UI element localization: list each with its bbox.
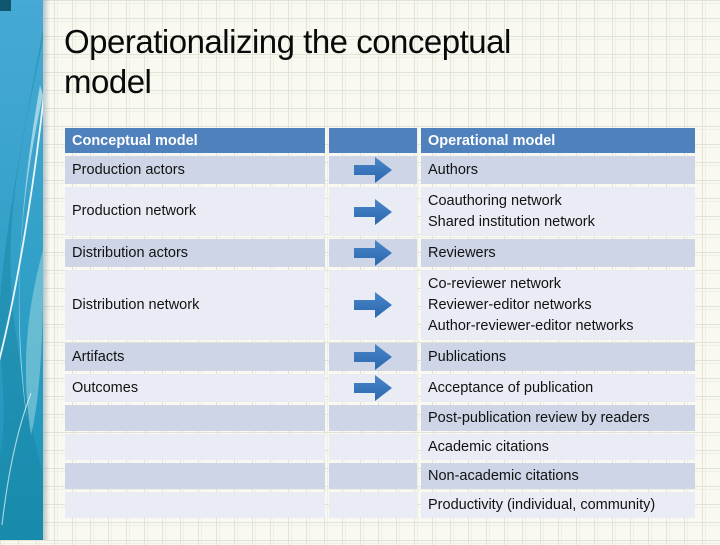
- table-row: Non-academic citations: [65, 463, 695, 489]
- arrow-cell: [329, 405, 417, 431]
- sidebar-decoration: [0, 0, 52, 540]
- conceptual-cell: Artifacts: [65, 343, 325, 371]
- arrow-cell: [329, 434, 417, 460]
- table-row: Production actors Authors: [65, 156, 695, 184]
- operational-cell: Non-academic citations: [421, 463, 695, 489]
- arrow-cell: [329, 156, 417, 184]
- arrow-cell: [329, 492, 417, 518]
- arrow-cell: [329, 374, 417, 402]
- page-title: Operationalizing the conceptual model: [64, 23, 511, 100]
- operational-cell: Publications: [421, 343, 695, 371]
- operational-model-header: Operational model: [421, 128, 695, 153]
- conceptual-cell: Distribution actors: [65, 239, 325, 267]
- table-row: Post-publication review by readers: [65, 405, 695, 431]
- table-row: Productivity (individual, community): [65, 492, 695, 518]
- arrow-cell: [329, 239, 417, 267]
- operational-cell: Post-publication review by readers: [421, 405, 695, 431]
- right-arrow-icon: [354, 375, 392, 401]
- conceptual-model-header: Conceptual model: [65, 128, 325, 153]
- operational-cell: Coauthoring network Shared institution n…: [421, 187, 695, 236]
- conceptual-cell: Outcomes: [65, 374, 325, 402]
- operational-cell: Reviewers: [421, 239, 695, 267]
- table-header-row: Conceptual model Operational model: [65, 128, 695, 153]
- operational-cell: Authors: [421, 156, 695, 184]
- conceptual-cell: [65, 434, 325, 460]
- right-arrow-icon: [354, 292, 392, 318]
- arrow-column-header: [329, 128, 417, 153]
- right-arrow-icon: [354, 157, 392, 183]
- table-row: Distribution network Co-reviewer network…: [65, 270, 695, 340]
- right-arrow-icon: [354, 344, 392, 370]
- teal-swoosh-graphic: [0, 0, 50, 540]
- table-row: Distribution actors Reviewers: [65, 239, 695, 267]
- conceptual-cell: [65, 463, 325, 489]
- right-arrow-icon: [354, 240, 392, 266]
- conceptual-cell: Production network: [65, 187, 325, 236]
- conceptual-cell: [65, 405, 325, 431]
- mapping-table: Conceptual model Operational model Produ…: [65, 128, 695, 521]
- operational-cell: Academic citations: [421, 434, 695, 460]
- arrow-cell: [329, 270, 417, 340]
- operational-cell: Acceptance of publication: [421, 374, 695, 402]
- arrow-cell: [329, 187, 417, 236]
- conceptual-cell: [65, 492, 325, 518]
- table-row: Academic citations: [65, 434, 695, 460]
- table-row: Production network Coauthoring network S…: [65, 187, 695, 236]
- arrow-cell: [329, 343, 417, 371]
- conceptual-cell: Distribution network: [65, 270, 325, 340]
- right-arrow-icon: [354, 198, 392, 225]
- conceptual-cell: Production actors: [65, 156, 325, 184]
- table-row: Outcomes Acceptance of publication: [65, 374, 695, 402]
- table-row: Artifacts Publications: [65, 343, 695, 371]
- operational-cell: Productivity (individual, community): [421, 492, 695, 518]
- arrow-cell: [329, 463, 417, 489]
- operational-cell: Co-reviewer network Reviewer-editor netw…: [421, 270, 695, 340]
